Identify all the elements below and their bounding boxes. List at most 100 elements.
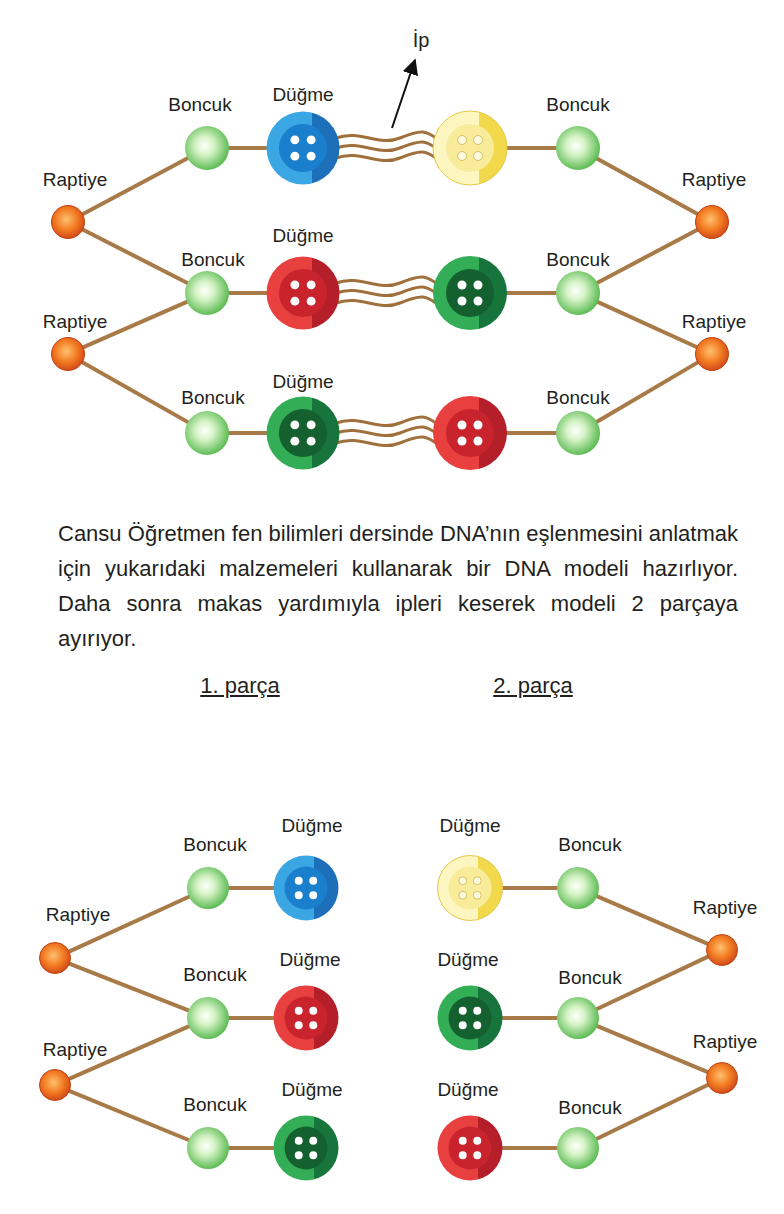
thread: [336, 132, 436, 141]
node-shape: [187, 867, 229, 909]
button-hole: [295, 1137, 303, 1145]
bead-node: Boncuk: [557, 1127, 599, 1169]
button-hole: [474, 437, 483, 446]
button-hole: [459, 1151, 467, 1159]
pin-node: Raptiye: [51, 205, 85, 239]
node-label: Düğme: [272, 371, 333, 393]
node-label: Boncuk: [183, 1094, 246, 1116]
bead-shape: [187, 867, 229, 909]
button-hole: [474, 152, 483, 161]
button-hole: [459, 877, 467, 885]
button-ring: [433, 396, 507, 470]
node-shape: [187, 997, 229, 1039]
node-shape: [706, 934, 738, 966]
node-label: Boncuk: [546, 249, 609, 271]
button-center: [449, 1127, 492, 1170]
button-center: [285, 867, 328, 910]
button-center: [449, 867, 492, 910]
button-ring: [274, 986, 339, 1051]
node-label: Düğme: [272, 84, 333, 106]
node-shape: [273, 1115, 339, 1181]
thread-group: [336, 132, 436, 446]
button-center: [446, 409, 494, 457]
node-shape: [266, 256, 340, 330]
node-shape: [273, 985, 339, 1051]
button-center: [446, 124, 494, 172]
button-hole: [459, 1007, 467, 1015]
button-hole: [458, 136, 467, 145]
node-shape: [556, 126, 600, 170]
button-center: [279, 409, 327, 457]
bead-shape: [185, 271, 229, 315]
node-shape: [437, 985, 503, 1051]
button-hole: [473, 1137, 481, 1145]
pin-head: [40, 943, 71, 974]
button-hole: [459, 1021, 467, 1029]
button-hole: [458, 152, 467, 161]
button-hole: [295, 891, 303, 899]
button-hole: [309, 1007, 317, 1015]
button-hole: [309, 1137, 317, 1145]
button-ring: [267, 257, 340, 330]
thread: [336, 427, 436, 436]
node-label: Raptiye: [46, 904, 110, 926]
node-shape: [273, 855, 339, 921]
node-label: Raptiye: [682, 311, 746, 333]
thread: [336, 152, 436, 161]
button-hole: [459, 1137, 467, 1145]
button-ring: [433, 111, 507, 185]
button-hole: [473, 891, 481, 899]
thread: [336, 287, 436, 296]
bead-shape: [187, 1127, 229, 1169]
node-shape: [51, 205, 85, 239]
button-hole: [307, 280, 316, 289]
string-connector: [503, 1016, 557, 1020]
button-hole: [307, 297, 316, 306]
node-shape: [437, 855, 503, 921]
node-label: Düğme: [281, 1079, 342, 1101]
button-hole: [290, 152, 299, 161]
pin-head: [52, 338, 85, 371]
pin-head: [707, 1063, 738, 1094]
bead-node: Boncuk: [557, 997, 599, 1039]
button-hole: [473, 1007, 481, 1015]
bead-shape: [557, 997, 599, 1039]
bead-shape: [556, 271, 600, 315]
node-label: Boncuk: [546, 387, 609, 409]
node-label: Düğme: [281, 815, 342, 837]
button-hole: [459, 891, 467, 899]
string-connector: [597, 1026, 707, 1072]
node-shape: [51, 337, 85, 371]
thread: [336, 417, 436, 426]
node-label: Raptiye: [43, 311, 107, 333]
node-shape: [557, 997, 599, 1039]
node-label: Raptiye: [43, 169, 107, 191]
button-hole: [295, 1021, 303, 1029]
button-ring: [274, 1116, 339, 1181]
pin-head: [696, 206, 729, 239]
node-shape: [185, 411, 229, 455]
node-label: Raptiye: [693, 1031, 757, 1053]
button-node: Düğme: [266, 396, 340, 470]
node-shape: [185, 271, 229, 315]
pin-node: Raptiye: [51, 337, 85, 371]
pin-head: [40, 1070, 71, 1101]
string-connector: [229, 431, 266, 435]
button-hole: [458, 281, 467, 290]
node-shape: [695, 205, 729, 239]
node-label: Düğme: [279, 949, 340, 971]
string-connector: [70, 964, 189, 1010]
button-node: Düğme: [266, 111, 340, 185]
node-shape: [557, 1127, 599, 1169]
pin-node: Raptiye: [695, 337, 729, 371]
string-connector: [70, 1091, 189, 1140]
node-shape: [39, 1069, 71, 1101]
string-connector: [503, 886, 557, 890]
node-label: Boncuk: [168, 94, 231, 116]
node-label: Boncuk: [181, 249, 244, 271]
button-ring: [267, 112, 340, 185]
node-label: Boncuk: [546, 94, 609, 116]
bead-node: Boncuk: [185, 271, 229, 315]
button-hole: [290, 280, 299, 289]
